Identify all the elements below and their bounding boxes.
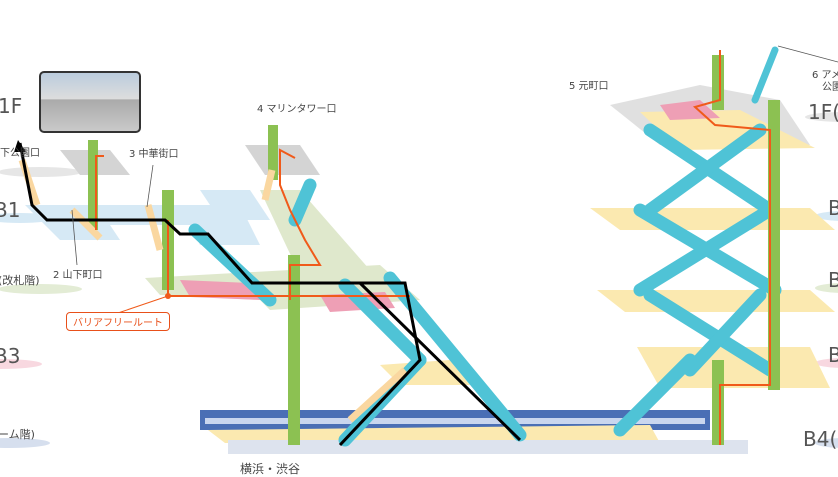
exit-4-label[interactable]: 4 マリンタワー口 [257, 104, 337, 115]
main-route [18, 142, 522, 447]
floor-label-b4: ーム階) [0, 428, 35, 441]
train [200, 410, 748, 454]
route-arrow-icon [14, 140, 26, 152]
floor-label-1f: 1F [0, 94, 23, 118]
exit-6-label[interactable]: 6 アメ [812, 70, 838, 81]
exit-1-label[interactable]: 下公園口 [0, 148, 40, 159]
floor-label-right-b1: B1 [828, 196, 838, 220]
exit-2-label[interactable]: 2 山下町口 [53, 270, 103, 281]
floor-label-b3: B3 [0, 344, 21, 368]
floor-label-right-b4: B4(ホ [803, 427, 838, 451]
exit-photo [39, 71, 141, 133]
stairs [18, 158, 408, 423]
floor-label-right-b3: B3 [828, 343, 838, 367]
direction-label: 横浜・渋谷 [240, 462, 301, 476]
exit-6-label-2[interactable]: 公園 [822, 82, 838, 93]
floor-label-right-b2: B2 [828, 268, 838, 292]
barrier-free-route-label: バリアフリールート [66, 312, 170, 331]
floor-label-b1: B1 [0, 198, 21, 222]
floor-label-b2: (改札階) [0, 274, 40, 287]
floor-label-right-1f: 1F(改 [808, 100, 838, 124]
exit-5-label[interactable]: 5 元町口 [569, 81, 609, 92]
callout-line [117, 295, 169, 314]
exit-3-label[interactable]: 3 中華街口 [129, 149, 179, 160]
leader-lines [71, 45, 838, 266]
